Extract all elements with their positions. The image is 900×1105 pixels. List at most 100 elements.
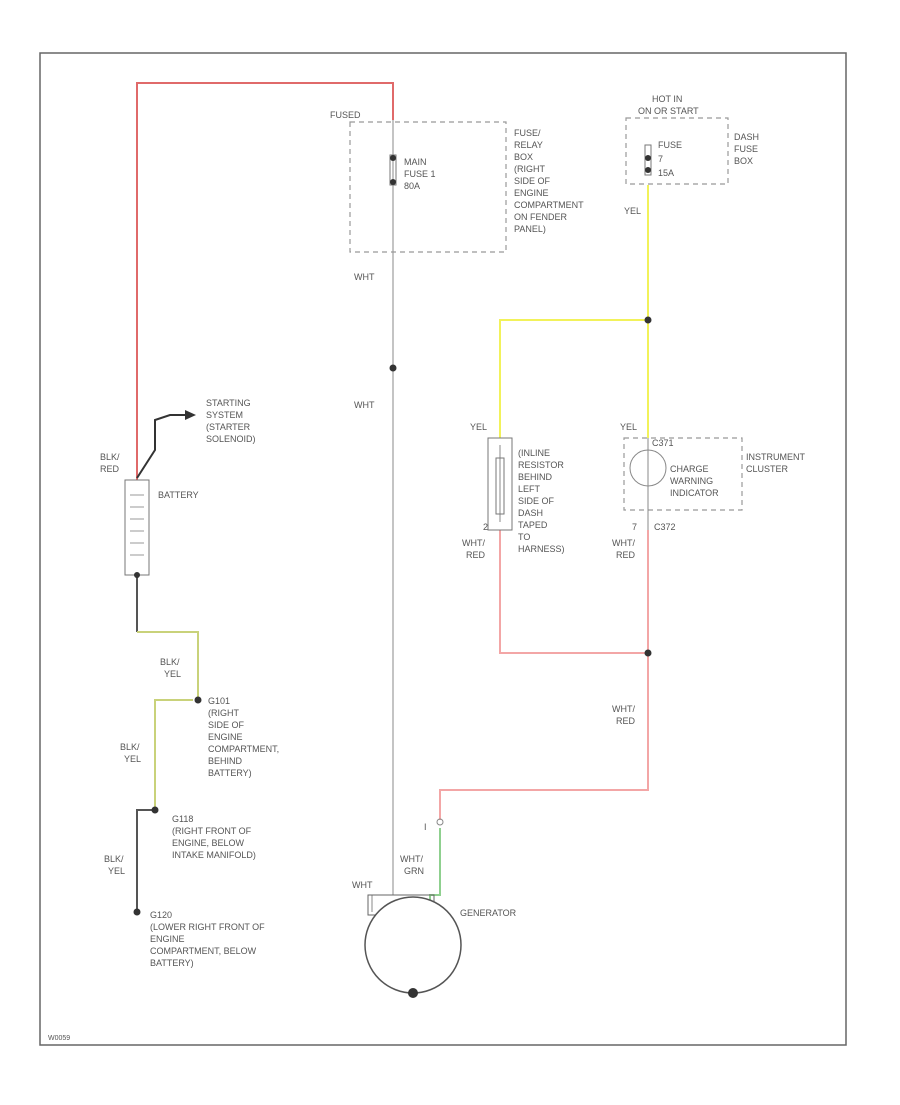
wht-grn-label: WHT/ GRN bbox=[400, 854, 424, 876]
svg-text:BLK/: BLK/ bbox=[100, 452, 120, 462]
battery-symbol bbox=[124, 479, 150, 576]
svg-text:(RIGHT FRONT OF: (RIGHT FRONT OF bbox=[172, 826, 252, 836]
svg-text:WARNING: WARNING bbox=[670, 476, 713, 486]
splice-dot bbox=[389, 364, 397, 372]
wire-starter-link bbox=[136, 414, 185, 479]
svg-text:SIDE OF: SIDE OF bbox=[514, 176, 551, 186]
wire-wht-grn bbox=[429, 828, 441, 912]
svg-text:RELAY: RELAY bbox=[514, 140, 543, 150]
svg-text:BOX: BOX bbox=[734, 156, 753, 166]
svg-text:ON OR START: ON OR START bbox=[638, 106, 699, 116]
splice-dot bbox=[645, 155, 651, 161]
battery-cells bbox=[130, 494, 144, 556]
splice-dot bbox=[390, 179, 396, 185]
battery-neg-dot bbox=[134, 572, 140, 578]
resistor-symbol bbox=[495, 457, 505, 515]
blk-yel-label-3: BLK/ YEL bbox=[104, 854, 125, 876]
svg-text:SYSTEM: SYSTEM bbox=[206, 410, 243, 420]
resistor-pin: 2 bbox=[483, 522, 488, 532]
svg-text:ON FENDER: ON FENDER bbox=[514, 212, 568, 222]
wire-red-feed bbox=[136, 82, 394, 480]
svg-text:GRN: GRN bbox=[404, 866, 424, 876]
svg-text:CLUSTER: CLUSTER bbox=[746, 464, 789, 474]
svg-text:WHT/: WHT/ bbox=[400, 854, 423, 864]
ground-g120-dot bbox=[133, 908, 141, 916]
wire-wht-red-gen bbox=[439, 653, 649, 820]
svg-text:YEL: YEL bbox=[124, 754, 141, 764]
main-fuse-label: MAIN FUSE 1 80A bbox=[404, 157, 436, 191]
svg-text:RED: RED bbox=[100, 464, 120, 474]
svg-text:FUSE 1: FUSE 1 bbox=[404, 169, 436, 179]
dash-fuse-label: FUSE 7 15A bbox=[658, 140, 682, 178]
svg-text:FUSE: FUSE bbox=[658, 140, 682, 150]
svg-text:FUSE: FUSE bbox=[734, 144, 758, 154]
battery-label: BATTERY bbox=[158, 490, 199, 500]
generator-symbol bbox=[364, 896, 462, 994]
lamp-connector-bottom: C372 bbox=[654, 522, 676, 532]
blk-yel-label-1: BLK/ YEL bbox=[160, 657, 181, 679]
svg-text:BLK/: BLK/ bbox=[104, 854, 124, 864]
svg-text:INSTRUMENT: INSTRUMENT bbox=[746, 452, 805, 462]
svg-text:RESISTOR: RESISTOR bbox=[518, 460, 564, 470]
wire-label: WHT bbox=[354, 272, 375, 282]
wire-blk-yel-2 bbox=[154, 699, 193, 810]
lamp-connector-top: C371 bbox=[652, 438, 674, 448]
ground-g101-label: G101 (RIGHT SIDE OF ENGINE COMPARTMENT, … bbox=[208, 696, 279, 778]
blk-yel-label-2: BLK/ YEL bbox=[120, 742, 141, 764]
wire-label: WHT bbox=[354, 400, 375, 410]
svg-text:STARTING: STARTING bbox=[206, 398, 251, 408]
generator-ground-dot bbox=[408, 988, 418, 998]
diagram-code: W0059 bbox=[48, 1035, 70, 1042]
svg-text:COMPARTMENT,: COMPARTMENT, bbox=[208, 744, 279, 754]
svg-text:YEL: YEL bbox=[108, 866, 125, 876]
svg-text:INTAKE MANIFOLD): INTAKE MANIFOLD) bbox=[172, 850, 256, 860]
svg-text:FUSE/: FUSE/ bbox=[514, 128, 541, 138]
hot-in-label: HOT IN ON OR START bbox=[638, 94, 699, 116]
charge-indicator-label: CHARGE WARNING INDICATOR bbox=[670, 464, 719, 498]
svg-text:BEHIND: BEHIND bbox=[208, 756, 243, 766]
svg-text:DASH: DASH bbox=[518, 508, 543, 518]
arrow-starter bbox=[185, 410, 196, 420]
svg-text:BLK/: BLK/ bbox=[120, 742, 140, 752]
svg-text:DASH: DASH bbox=[734, 132, 759, 142]
ground-g118-dot bbox=[151, 806, 159, 814]
wire-label: WHT bbox=[352, 880, 373, 890]
gen-terminal-i bbox=[436, 818, 444, 826]
svg-text:(LOWER RIGHT FRONT OF: (LOWER RIGHT FRONT OF bbox=[150, 922, 265, 932]
svg-text:MAIN: MAIN bbox=[404, 157, 427, 167]
svg-text:(STARTER: (STARTER bbox=[206, 422, 251, 432]
svg-text:BATTERY): BATTERY) bbox=[208, 768, 252, 778]
svg-text:ENGINE: ENGINE bbox=[514, 188, 549, 198]
svg-text:CHARGE: CHARGE bbox=[670, 464, 709, 474]
svg-text:15A: 15A bbox=[658, 168, 674, 178]
splice-dot bbox=[645, 167, 651, 173]
svg-text:RED: RED bbox=[616, 716, 636, 726]
svg-text:(INLINE: (INLINE bbox=[518, 448, 550, 458]
svg-text:ENGINE, BELOW: ENGINE, BELOW bbox=[172, 838, 245, 848]
svg-text:(RIGHT: (RIGHT bbox=[208, 708, 239, 718]
wire-label: YEL bbox=[620, 422, 637, 432]
svg-text:COMPARTMENT: COMPARTMENT bbox=[514, 200, 584, 210]
svg-text:HARNESS): HARNESS) bbox=[518, 544, 565, 554]
inline-resistor-frame bbox=[487, 437, 513, 531]
generator-label: GENERATOR bbox=[460, 908, 517, 918]
svg-text:ENGINE: ENGINE bbox=[208, 732, 243, 742]
diagram-frame bbox=[39, 52, 847, 1046]
svg-text:TO: TO bbox=[518, 532, 530, 542]
svg-text:COMPARTMENT, BELOW: COMPARTMENT, BELOW bbox=[150, 946, 257, 956]
gen-terminal-label: I bbox=[424, 822, 427, 832]
svg-text:LEFT: LEFT bbox=[518, 484, 541, 494]
resistor-label: (INLINE RESISTOR BEHIND LEFT SIDE OF DAS… bbox=[518, 448, 565, 554]
svg-text:G120: G120 bbox=[150, 910, 172, 920]
svg-text:SIDE OF: SIDE OF bbox=[518, 496, 555, 506]
starting-system-label: STARTING SYSTEM (STARTER SOLENOID) bbox=[206, 398, 256, 444]
relay-box-label: FUSE/ RELAY BOX (RIGHT SIDE OF ENGINE CO… bbox=[514, 128, 584, 234]
svg-text:ENGINE: ENGINE bbox=[150, 934, 185, 944]
instrument-cluster-label: INSTRUMENT CLUSTER bbox=[746, 452, 805, 474]
svg-text:RED: RED bbox=[466, 550, 486, 560]
svg-text:HOT IN: HOT IN bbox=[652, 94, 682, 104]
svg-text:BATTERY): BATTERY) bbox=[150, 958, 194, 968]
wire-blk-yel-3 bbox=[136, 809, 155, 912]
